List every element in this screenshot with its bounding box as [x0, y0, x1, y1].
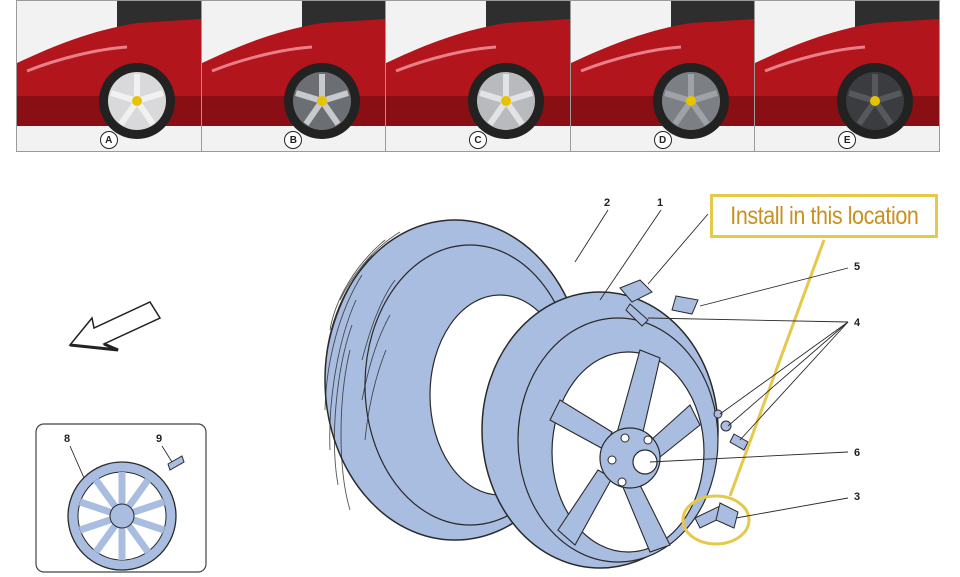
tyre-part	[324, 219, 586, 541]
variant-label-badge: B	[284, 131, 303, 149]
variant-e-car-image	[755, 1, 939, 151]
inset-spokes	[78, 472, 166, 560]
variant-label-badge: E	[838, 131, 857, 149]
callout-5: 5	[854, 261, 860, 273]
variant-b-car-image	[201, 1, 386, 151]
wheel-variants-strip: A B	[16, 0, 940, 152]
install-location-annotation: Install in this location	[710, 194, 938, 238]
alternative-wheel-inset	[35, 423, 207, 573]
variant-c-panel[interactable]: C	[386, 1, 571, 151]
install-pointer-line	[728, 239, 826, 497]
callout-6: 6	[854, 447, 860, 459]
callout-2: 2	[604, 197, 610, 209]
leader-lines	[574, 209, 849, 519]
variant-label-badge: A	[99, 131, 118, 149]
variant-b-panel[interactable]: B	[201, 1, 387, 151]
variant-a-car-image	[17, 1, 201, 151]
install-location-text: Install in this location	[729, 201, 919, 230]
rim-part	[481, 291, 719, 569]
sensor-part	[619, 279, 699, 327]
install-location-highlight	[681, 494, 751, 546]
callout-9: 9	[156, 433, 162, 445]
valve-part	[713, 409, 749, 451]
variant-c-car-image	[386, 1, 570, 151]
variant-e-panel[interactable]: E	[755, 1, 939, 151]
variant-d-panel[interactable]: D	[570, 1, 756, 151]
inset-bolt-part	[167, 455, 185, 471]
direction-arrow-icon	[68, 301, 162, 352]
callout-1: 1	[657, 197, 663, 209]
variant-label-badge: D	[653, 131, 672, 149]
callout-8: 8	[64, 433, 70, 445]
variant-a-panel[interactable]: A	[17, 1, 202, 151]
variant-label-badge: C	[468, 131, 487, 149]
callout-3: 3	[854, 491, 860, 503]
callout-4: 4	[854, 317, 861, 329]
wheel-bolt-part	[694, 502, 739, 529]
variant-d-car-image	[570, 1, 755, 151]
